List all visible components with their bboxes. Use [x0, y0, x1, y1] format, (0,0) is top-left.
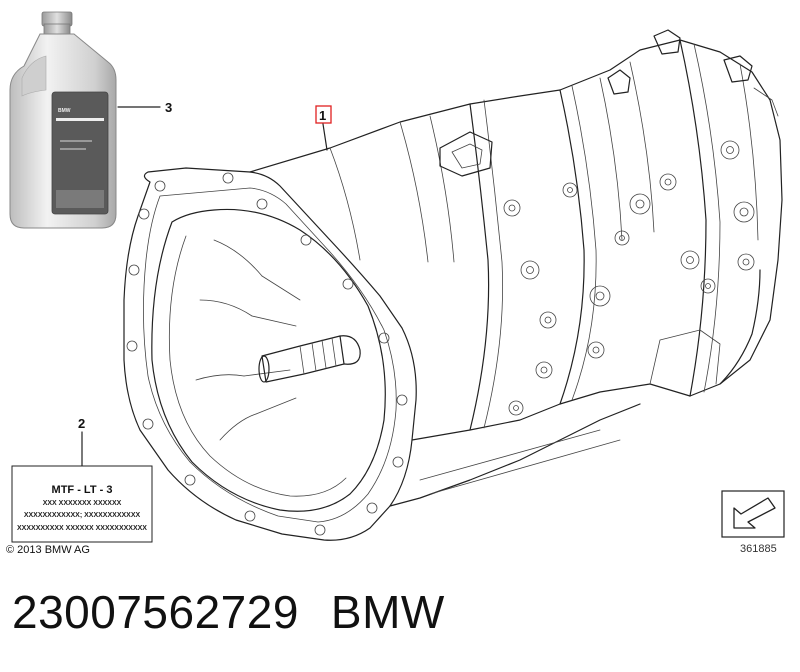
callout-3: 3 — [165, 100, 172, 115]
part-number-footer: 23007562729 BMW — [12, 585, 445, 639]
reference-arrow-icon — [721, 490, 785, 538]
copyright-text: © 2013 BMW AG — [6, 544, 90, 556]
label-sticker-line3: XXXXXXXXXX XXXXXX XXXXXXXXXXX — [17, 525, 147, 532]
label-sticker-line2: XXXXXXXXXXXX; XXXXXXXXXXXX — [24, 512, 141, 519]
callout-2: 2 — [78, 416, 85, 431]
label-sticker-title: MTF - LT - 3 — [52, 484, 113, 496]
transmission-drawing — [123, 29, 783, 541]
svg-text:BMW: BMW — [58, 108, 71, 114]
label-sticker: MTF - LT - 3 XXX XXXXXXX XXXXXX XXXXXXXX… — [11, 465, 153, 543]
callout-1-box — [315, 105, 332, 124]
part-number: 23007562729 — [12, 586, 299, 638]
label-sticker-line1: XXX XXXXXXX XXXXXX — [43, 500, 122, 507]
oil-bottle-icon: BMW — [9, 11, 161, 229]
brand-name: BMW — [330, 586, 445, 638]
reference-number: 361885 — [740, 543, 777, 555]
callout-1: 1 — [319, 108, 326, 123]
